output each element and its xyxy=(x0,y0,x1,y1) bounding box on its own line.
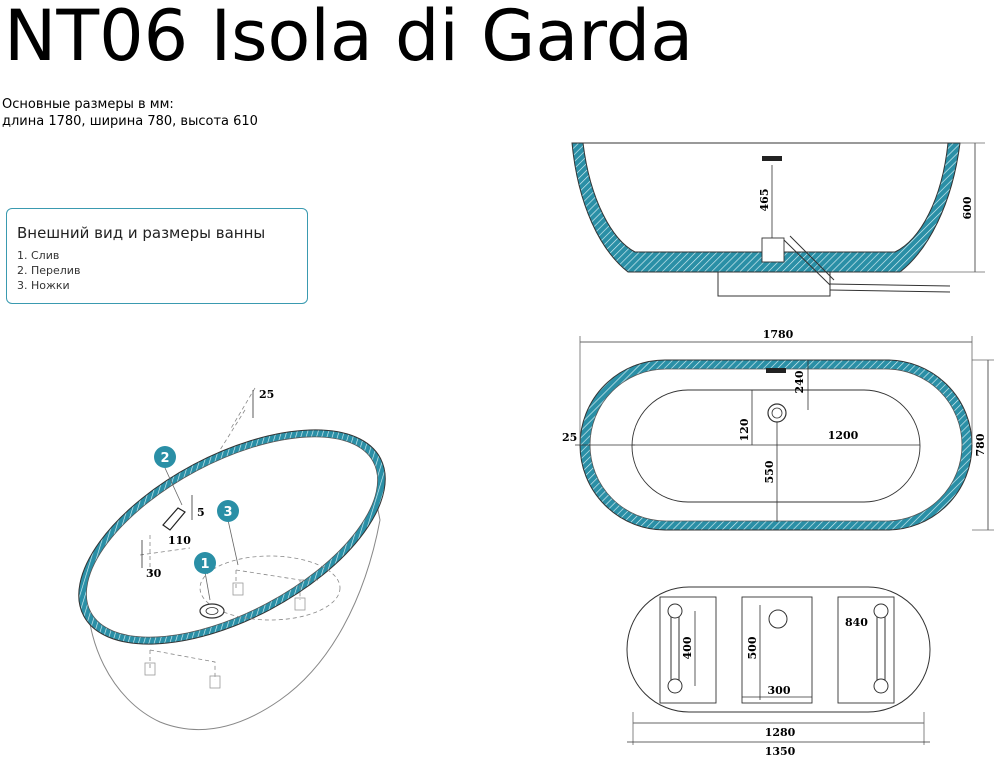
dimensions-summary: Основные размеры в мм: длина 1780, ширин… xyxy=(2,96,258,130)
top-basin xyxy=(631,389,921,503)
svg-text:2: 2 xyxy=(160,451,169,466)
iso-dim-110: 110 xyxy=(168,534,191,547)
svg-text:1: 1 xyxy=(200,557,209,572)
leader-overflow xyxy=(164,467,183,506)
side-overflow-mark xyxy=(762,156,782,161)
dimensions-values: длина 1780, ширина 780, высота 610 xyxy=(2,114,258,129)
bottom-foot-right-bottom xyxy=(873,678,889,694)
bottom-dim-400: 400 xyxy=(681,636,694,659)
svg-text:3: 3 xyxy=(223,505,232,520)
top-dim-240: 240 xyxy=(793,370,806,393)
legend-item-overflow: 2. Перелив xyxy=(17,264,81,277)
product-title: NT06 Isola di Garda xyxy=(4,0,694,77)
top-dim-1780: 1780 xyxy=(763,328,794,341)
legend-heading: Внешний вид и размеры ванны xyxy=(17,224,266,242)
iso-basin-floor xyxy=(199,555,341,621)
bottom-foot-left-top xyxy=(667,603,683,619)
bottom-dim-1350: 1350 xyxy=(765,745,796,758)
top-dim-550: 550 xyxy=(763,460,776,483)
leader-feet xyxy=(227,519,239,566)
bottom-view: 840 400 500 300 1280 1350 xyxy=(626,586,931,758)
iso-dim-25-guides xyxy=(219,387,256,451)
legend-box: Внешний вид и размеры ванны 1. Слив 2. П… xyxy=(6,208,308,304)
iso-foot-c xyxy=(144,662,156,676)
bottom-foot-left-bottom xyxy=(667,678,683,694)
top-dim-1200: 1200 xyxy=(828,429,859,442)
top-dim-120: 120 xyxy=(738,418,751,441)
iso-dim-25: 25 xyxy=(259,388,274,401)
iso-feet-rear xyxy=(235,569,320,600)
bottom-dim-500: 500 xyxy=(746,636,759,659)
bottom-dim-1280: 1280 xyxy=(765,726,796,739)
badge-feet: 3 xyxy=(217,500,239,522)
side-hose xyxy=(829,283,951,293)
iso-foot-a xyxy=(232,582,244,596)
isometric-view: 25 5 110 30 2 3 1 xyxy=(78,387,386,731)
side-base xyxy=(717,271,831,297)
iso-foot-b xyxy=(294,597,306,611)
badge-overflow: 2 xyxy=(154,446,176,468)
top-drain-inner xyxy=(771,407,783,419)
leader-drain xyxy=(204,571,211,601)
top-dim-780: 780 xyxy=(974,433,987,456)
legend-item-feet: 3. Ножки xyxy=(17,279,70,292)
top-drain xyxy=(767,403,787,423)
side-dim-600: 600 xyxy=(961,196,974,219)
dimensions-heading: Основные размеры в мм: xyxy=(2,97,174,112)
side-drain-block xyxy=(761,237,785,263)
iso-drain xyxy=(199,603,225,619)
bottom-dim-840: 840 xyxy=(845,616,868,629)
iso-drain-inner xyxy=(205,607,219,615)
iso-overflow xyxy=(162,507,186,531)
iso-dim-110-guides xyxy=(139,535,191,575)
side-view: 465 600 xyxy=(571,142,985,297)
iso-dim-30: 30 xyxy=(146,567,162,580)
top-overflow xyxy=(766,368,786,373)
side-drain-pipe xyxy=(783,235,835,286)
side-dim-465: 465 xyxy=(758,189,771,212)
iso-dim-5: 5 xyxy=(197,506,205,519)
bottom-foot-right-top xyxy=(873,603,889,619)
iso-feet-front xyxy=(149,649,216,680)
legend-item-drain: 1. Слив xyxy=(17,249,60,262)
top-view: 1780 240 25 120 1200 550 780 xyxy=(562,328,994,531)
top-dim-25: 25 xyxy=(562,431,577,444)
bottom-drain-hole xyxy=(768,609,788,629)
bottom-dim-300: 300 xyxy=(768,684,791,697)
badge-drain: 1 xyxy=(194,552,216,574)
iso-foot-d xyxy=(209,675,221,689)
